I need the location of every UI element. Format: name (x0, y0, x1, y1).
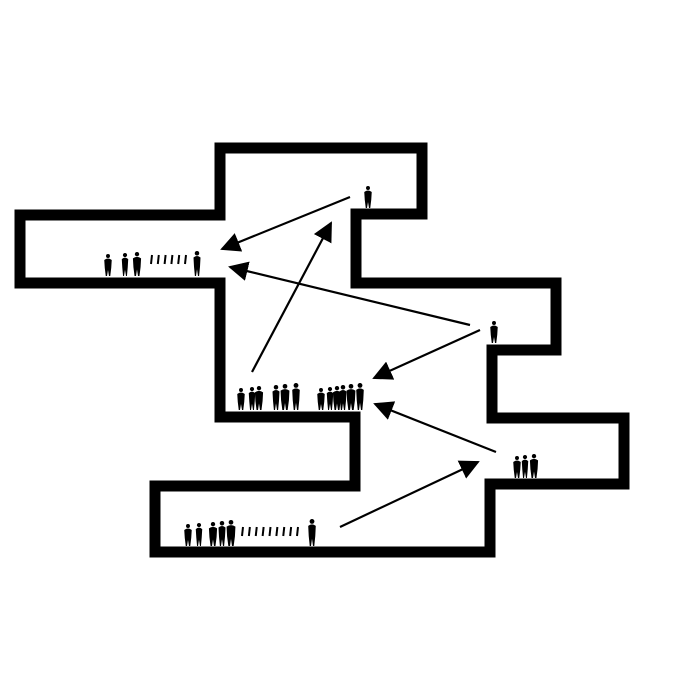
queue-mark (275, 526, 279, 537)
person-silhouette (292, 383, 300, 410)
sight-line-arrow-bottom-gallery-to-right-lower-terrace (339, 460, 480, 528)
person-silhouette (237, 388, 245, 410)
figure-group-central-atrium (237, 383, 364, 410)
sight-line-arrow-right-upper-terrace-to-top-left-gallery (228, 261, 471, 327)
person-silhouette (326, 387, 334, 410)
figure-group-top-tower (364, 186, 372, 208)
person-silhouette (254, 386, 264, 410)
person-silhouette (248, 387, 256, 410)
person-silhouette (513, 456, 521, 478)
figure-group-top-left-gallery (104, 251, 201, 276)
person-silhouette (208, 522, 218, 546)
queue-mark (184, 254, 187, 265)
person-silhouette (332, 386, 342, 410)
figure-group-right-upper-terrace (490, 321, 498, 343)
queue-mark (261, 526, 265, 537)
person-silhouette (529, 454, 539, 478)
queue-mark (282, 526, 286, 537)
person-silhouette (132, 252, 142, 276)
sight-line-arrow-right-upper-terrace-to-central-atrium (372, 328, 481, 380)
queue-mark (268, 526, 272, 537)
person-silhouette (490, 321, 498, 343)
sight-line-arrow-central-atrium-to-top-tower (251, 221, 332, 373)
person-silhouette (218, 521, 226, 546)
person-silhouette (121, 253, 129, 276)
person-silhouette (356, 383, 364, 410)
queue-mark (241, 526, 244, 537)
person-silhouette (346, 384, 356, 410)
queue-mark (289, 526, 293, 537)
person-silhouette (364, 186, 372, 208)
person-silhouette (521, 455, 529, 478)
person-silhouette (317, 388, 325, 410)
queue-marks-top-left-gallery (150, 254, 187, 265)
person-silhouette (184, 524, 192, 546)
person-silhouette (193, 251, 201, 276)
person-silhouette (195, 523, 203, 546)
person-silhouette (272, 385, 280, 410)
queue-marks-bottom-gallery (241, 526, 299, 537)
building-outline (14, 142, 630, 558)
queue-mark (296, 526, 299, 537)
figure-group-bottom-gallery (184, 519, 316, 546)
sight-line-arrow-top-tower-to-top-left-gallery (220, 195, 351, 252)
queue-mark (170, 254, 174, 265)
queue-mark (150, 254, 153, 265)
figure-group-right-lower-terrace (513, 454, 539, 478)
queue-mark (177, 254, 181, 265)
person-silhouette (226, 520, 236, 546)
sight-lines (220, 195, 497, 528)
queue-mark (163, 254, 167, 265)
queue-mark (156, 254, 160, 265)
queue-mark (247, 526, 251, 537)
person-silhouette (280, 384, 290, 410)
person-silhouette (339, 385, 347, 410)
person-silhouette (104, 254, 112, 276)
sight-line-arrow-right-lower-terrace-to-central-atrium (373, 401, 497, 454)
queue-mark (254, 526, 258, 537)
person-silhouette (308, 519, 316, 546)
